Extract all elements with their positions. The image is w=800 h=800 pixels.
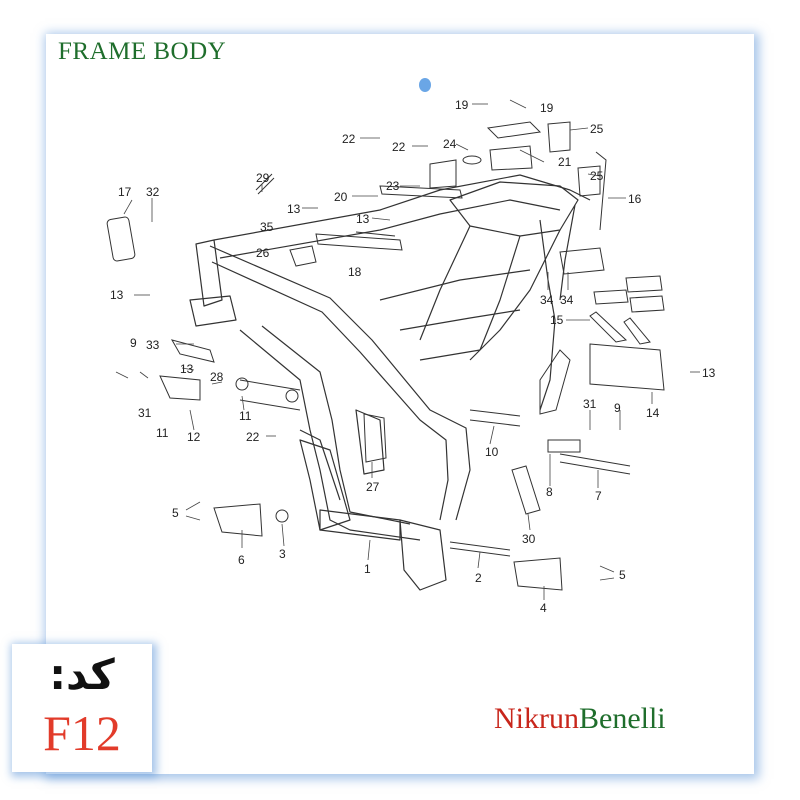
callout-25a: 25 [590,122,604,136]
callout-11b: 11 [239,409,252,423]
callout-29: 29 [256,171,270,185]
callout-35: 35 [260,220,274,234]
callout-18: 18 [348,265,362,279]
callout-19a: 19 [455,98,469,112]
callout-6: 6 [238,553,245,567]
callout-15: 15 [550,313,564,327]
callout-labels: 1 2 3 4 5 5 6 7 8 9 9 10 11 11 11 12 13 … [110,98,716,615]
callout-11a: 11 [156,426,169,440]
callout-14: 14 [646,406,660,420]
callout-13b: 13 [287,202,301,216]
callout-22a: 22 [342,132,356,146]
callout-30: 30 [522,532,536,546]
callout-28: 28 [210,370,224,384]
callout-33: 33 [146,338,160,352]
callout-13c: 13 [356,212,370,226]
callout-22b: 22 [392,140,406,154]
callout-22c: 22 [246,430,260,444]
callout-5a: 5 [172,506,179,520]
callout-12: 12 [187,430,201,444]
callout-9b: 9 [614,401,621,415]
part-code-label: کد: [49,650,115,699]
blue-marker [419,78,431,92]
brand-part2: Benelli [579,702,666,735]
small-parts [106,121,665,591]
callout-17: 17 [118,185,132,199]
callout-3: 3 [279,547,286,561]
brand-part1: Nikrun [494,702,579,735]
callout-16: 16 [628,192,642,206]
callout-1: 1 [364,562,371,576]
callout-32: 32 [146,185,160,199]
callout-25b: 25 [590,169,604,183]
callout-8: 8 [546,485,553,499]
leader-lines [115,99,700,600]
drawing-sheet [46,34,754,774]
callout-23: 23 [386,179,400,193]
main-frame [189,174,591,591]
callout-10: 10 [485,445,499,459]
callout-34b: 34 [560,293,574,307]
callout-2: 2 [475,571,482,585]
callout-7: 7 [595,489,602,503]
callout-13d: 13 [180,362,194,376]
callout-31b: 31 [583,397,597,411]
callout-31a: 31 [138,406,152,420]
callout-21: 21 [558,155,572,169]
callout-24: 24 [443,137,457,151]
callout-9a: 9 [130,336,137,350]
callout-19b: 19 [540,101,554,115]
callout-20: 20 [334,190,348,204]
callout-27: 27 [366,480,380,494]
callout-4: 4 [540,601,547,615]
callout-5b: 5 [619,568,626,582]
callout-26: 26 [256,246,270,260]
part-code-value: F12 [43,705,121,761]
part-code-box: کد: F12 [12,644,152,772]
callout-13a: 13 [110,288,124,302]
callout-34a: 34 [540,293,554,307]
brand-watermark: NikrunBenelli [494,702,666,736]
callout-13e: 13 [702,366,716,380]
page-title: FRAME BODY [58,38,227,65]
